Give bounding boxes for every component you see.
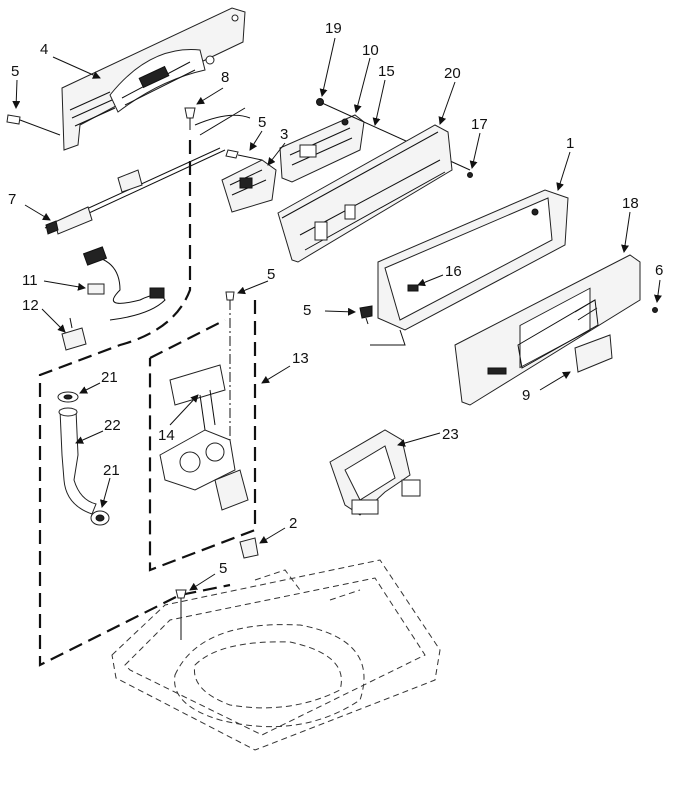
callout-21-b: 21 — [103, 462, 120, 479]
ground-wire-route — [38, 140, 231, 667]
callout-10: 10 — [362, 42, 379, 59]
callout-9: 9 — [522, 387, 530, 404]
callout-11: 11 — [22, 272, 38, 289]
part-11-wire-harness — [82, 246, 166, 321]
part-5-screw-top — [175, 589, 187, 640]
part-5-screw-board — [225, 149, 263, 161]
part-21-washer-top — [57, 391, 79, 403]
callout-2: 2 — [289, 515, 297, 532]
part-14-water-valve — [159, 364, 249, 511]
callout-15: 15 — [378, 63, 395, 80]
callout-8: 8 — [221, 69, 229, 86]
part-20-console-frame — [277, 124, 453, 263]
callout-5-d: 5 — [267, 266, 275, 283]
callout-6: 6 — [655, 262, 663, 279]
callout-7: 7 — [8, 191, 16, 208]
callout-5-e: 5 — [219, 560, 227, 577]
callout-22: 22 — [104, 417, 121, 434]
part-3-control-board — [221, 159, 277, 213]
callout-14: 14 — [158, 427, 175, 444]
part-2-lid-switch — [239, 537, 259, 559]
callout-17: 17 — [471, 116, 488, 133]
callout-16: 16 — [445, 263, 462, 280]
part-9-overlay — [574, 334, 613, 373]
part-13-valve-assembly-box — [148, 300, 257, 572]
callout-12: 12 — [22, 297, 39, 314]
callout-3: 3 — [280, 126, 288, 143]
part-18-control-panel — [454, 254, 641, 406]
part-5-screw-left — [6, 114, 61, 136]
callout-4: 4 — [40, 41, 48, 58]
part-10-bracket — [279, 114, 365, 183]
part-22-fill-hose — [58, 407, 97, 515]
callout-21-a: 21 — [101, 369, 118, 386]
callout-23: 23 — [442, 426, 459, 443]
part-17-screw — [467, 172, 473, 178]
callout-5-b: 5 — [258, 114, 266, 131]
callout-5-c: 5 — [303, 302, 311, 319]
leader-lines — [12, 37, 662, 591]
callout-5-a: 5 — [11, 63, 19, 80]
top-cover-outline — [111, 559, 441, 751]
part-12-relay — [61, 317, 87, 351]
callouts: 4 5 8 5 3 19 10 15 20 17 1 18 6 16 5 7 1… — [8, 20, 663, 577]
part-23-dispenser — [329, 429, 421, 516]
part-1-console — [370, 189, 569, 346]
part-21-washer-bottom — [90, 510, 110, 526]
callout-20: 20 — [444, 65, 461, 82]
part-7-wire-harness — [44, 147, 226, 235]
part-6-screw — [652, 307, 658, 313]
part-5-screw-console — [359, 305, 373, 325]
part-4-console-rear-panel — [61, 7, 246, 151]
part-16-clip — [407, 284, 419, 292]
callout-18: 18 — [622, 195, 639, 212]
callout-19: 19 — [325, 20, 342, 37]
callout-13: 13 — [292, 350, 309, 367]
part-8-screw — [184, 107, 251, 136]
callout-1: 1 — [566, 135, 574, 152]
